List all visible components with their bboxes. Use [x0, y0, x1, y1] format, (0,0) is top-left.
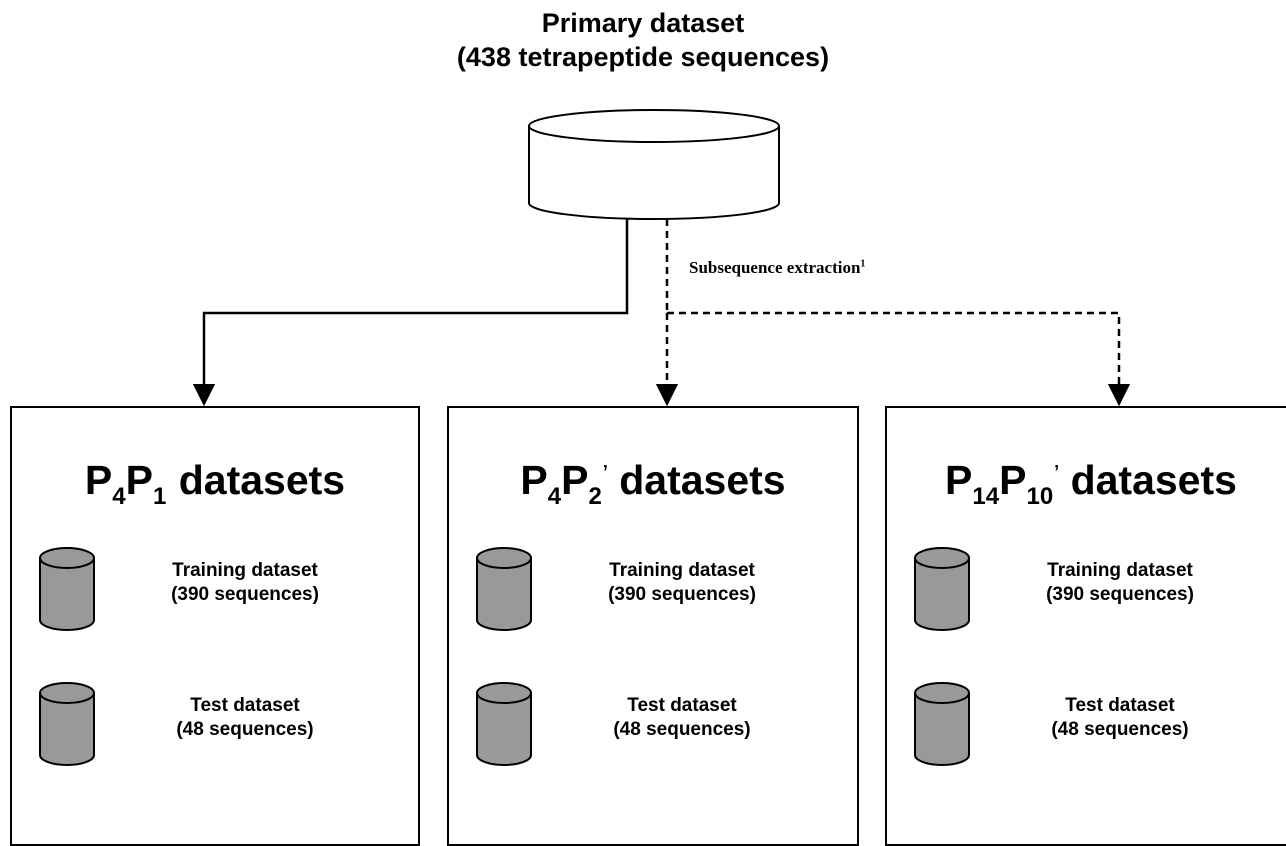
- training-line1: Training dataset: [609, 560, 755, 581]
- test-line2: (48 sequences): [1051, 719, 1189, 740]
- primary-title-line1: Primary dataset: [541, 8, 745, 38]
- title-subscript: 1: [152, 483, 167, 510]
- subsequence-extraction-label: Subsequence extraction1: [689, 258, 865, 278]
- title-subscript: 4: [547, 483, 562, 510]
- test-database-icon: [39, 682, 95, 766]
- title-part: P: [945, 457, 973, 503]
- test-line1: Test dataset: [627, 695, 737, 716]
- test-line2: (48 sequences): [613, 719, 751, 740]
- title-suffix: datasets: [167, 457, 346, 503]
- title-part: P: [520, 457, 548, 503]
- primary-title-line2: (438 tetrapeptide sequences): [456, 42, 830, 72]
- training-dataset-label: Training dataset (390 sequences): [562, 559, 802, 607]
- title-subscript: 14: [972, 483, 1000, 510]
- test-dataset-label: Test dataset (48 sequences): [562, 694, 802, 742]
- test-line1: Test dataset: [190, 695, 300, 716]
- panel-title: P14P10’ datasets: [887, 456, 1286, 512]
- workflow-diagram: Primary dataset (438 tetrapeptide sequen…: [10, 6, 1286, 846]
- panel-p4p1: P4P1 datasets Training dataset (390 sequ…: [10, 406, 420, 846]
- training-line1: Training dataset: [1047, 560, 1193, 581]
- test-dataset-label: Test dataset (48 sequences): [1000, 694, 1240, 742]
- training-database-icon: [476, 547, 532, 631]
- primary-dataset-title: Primary dataset (438 tetrapeptide sequen…: [343, 6, 943, 74]
- training-line1: Training dataset: [172, 560, 318, 581]
- title-part: P: [84, 457, 113, 503]
- training-line2: (390 sequences): [171, 584, 319, 605]
- test-line2: (48 sequences): [176, 719, 314, 740]
- training-database-icon: [39, 547, 95, 631]
- title-part: P: [561, 457, 589, 503]
- panel-p4p2: P4P2’ datasets Training dataset (390 seq…: [447, 406, 859, 846]
- solid-arrow-to-p4p1: [192, 219, 629, 407]
- extraction-text: Subsequence extraction: [689, 258, 861, 277]
- primary-database-icon: [528, 109, 780, 220]
- title-part: P: [125, 457, 153, 503]
- test-database-icon: [476, 682, 532, 766]
- title-prime: ’: [602, 462, 608, 482]
- training-dataset-label: Training dataset (390 sequences): [125, 559, 365, 607]
- panel-title: P4P2’ datasets: [449, 456, 857, 512]
- connector-layer: [192, 109, 1131, 407]
- extraction-footnote: 1: [860, 258, 866, 270]
- title-subscript: 10: [1026, 483, 1054, 510]
- training-line2: (390 sequences): [608, 584, 756, 605]
- training-line2: (390 sequences): [1046, 584, 1194, 605]
- training-database-icon: [914, 547, 970, 631]
- title-subscript: 4: [112, 483, 126, 510]
- title-suffix: datasets: [1059, 457, 1237, 503]
- title-subscript: 2: [588, 483, 602, 510]
- title-suffix: datasets: [607, 457, 786, 503]
- dashed-arrow-to-p14p10: [667, 311, 1131, 407]
- title-part: P: [999, 457, 1027, 503]
- test-database-icon: [914, 682, 970, 766]
- title-prime: ’: [1054, 462, 1060, 482]
- training-dataset-label: Training dataset (390 sequences): [1000, 559, 1240, 607]
- test-dataset-label: Test dataset (48 sequences): [125, 694, 365, 742]
- test-line1: Test dataset: [1065, 695, 1175, 716]
- panel-p14p10: P14P10’ datasets Training dataset (390 s…: [885, 406, 1286, 846]
- panel-title: P4P1 datasets: [12, 456, 418, 512]
